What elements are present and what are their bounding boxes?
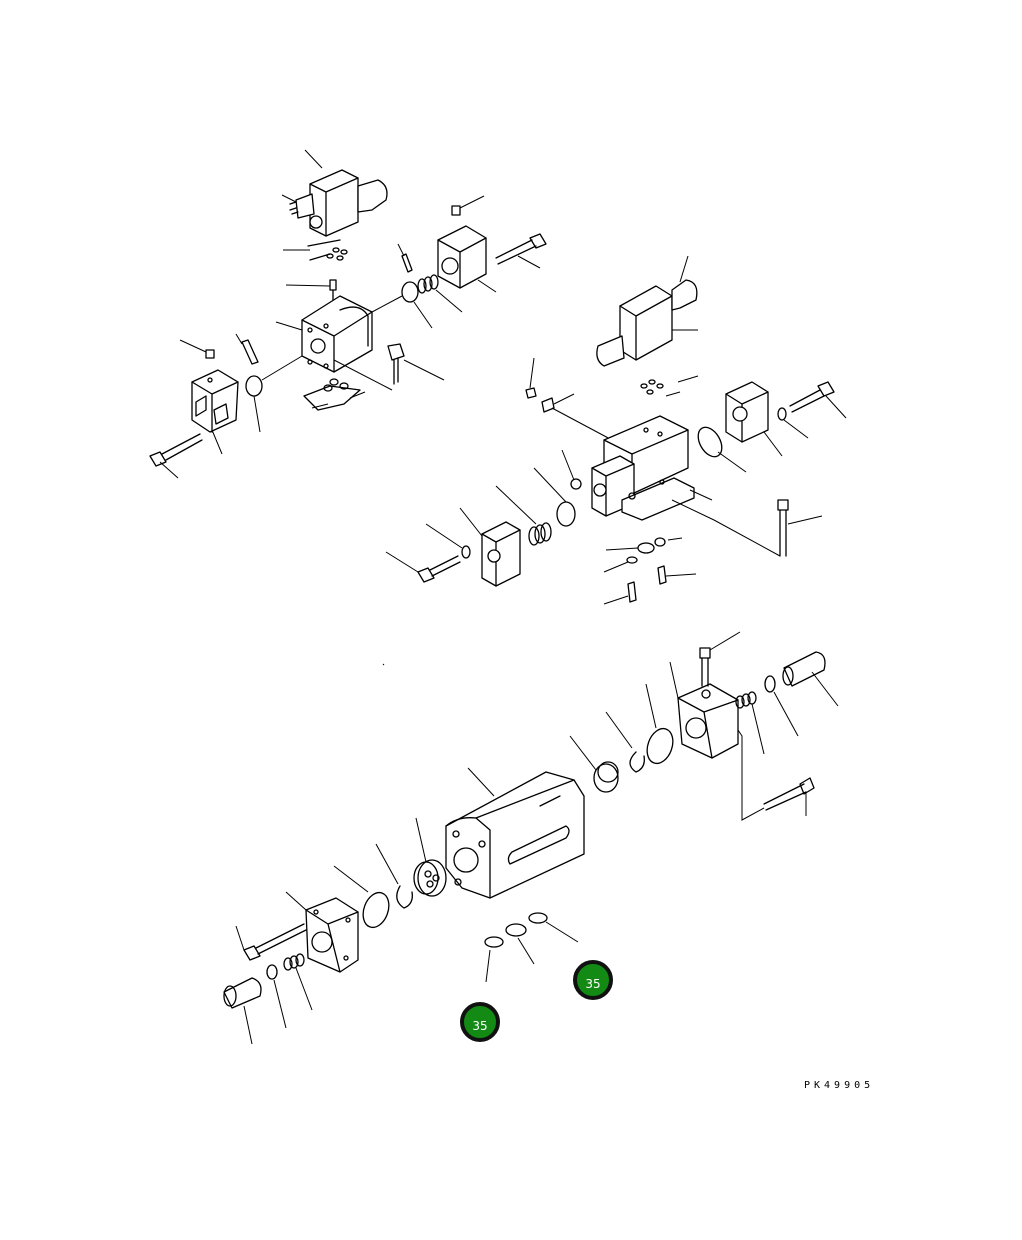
gasket-part — [283, 239, 348, 261]
valve-body-part — [591, 415, 713, 521]
snap-ring-part — [375, 843, 413, 909]
end-cover-part — [437, 195, 497, 293]
o-ring-part — [764, 675, 799, 737]
o-ring-part — [266, 964, 287, 1029]
gasket-part — [640, 375, 699, 397]
spring-part — [283, 953, 313, 1011]
end-cover-part — [459, 507, 521, 587]
callout-marker[interactable]: 35 — [460, 1002, 500, 1042]
o-ring-part — [333, 865, 390, 929]
callout-label: 35 — [472, 1019, 487, 1033]
bolt-part — [789, 381, 847, 419]
spring-part — [735, 691, 765, 755]
spring-part — [417, 274, 463, 313]
plug-part — [782, 651, 839, 707]
pin-part — [603, 565, 697, 605]
solenoid-part — [281, 149, 388, 237]
piston-part — [413, 817, 447, 897]
solenoid-part — [596, 255, 698, 367]
callout-label: 35 — [585, 977, 600, 991]
pin-part — [235, 333, 259, 365]
pin-part — [397, 243, 413, 273]
piston-part — [569, 735, 619, 793]
bolt-part — [333, 343, 445, 391]
stray-mark — [382, 663, 385, 666]
bolt-part — [385, 551, 461, 583]
plug-part — [223, 977, 262, 1045]
flange-part — [669, 661, 739, 759]
bolt-part — [699, 631, 741, 687]
bolt-part — [235, 923, 307, 961]
o-ring-part — [371, 281, 433, 329]
end-cover-part — [179, 339, 239, 455]
bolt-part — [149, 433, 203, 479]
plug-part — [525, 357, 613, 441]
snap-ring-part — [605, 711, 645, 773]
o-ring-part — [245, 355, 303, 433]
plate-part — [303, 378, 366, 411]
seal-part — [603, 537, 683, 573]
spring-part — [495, 467, 576, 546]
bolt-part — [495, 233, 547, 269]
callout-marker[interactable]: 35 — [573, 960, 613, 1000]
flange-part — [725, 381, 783, 457]
o-ring-part — [645, 683, 674, 765]
drawing-code: PK49905 — [804, 1080, 875, 1091]
o-ring-part — [697, 426, 747, 473]
pin-part — [285, 279, 337, 301]
middle-right-valve-assembly — [385, 255, 847, 605]
bolt-part — [737, 729, 815, 821]
seal-kit-part — [484, 912, 579, 983]
nut-part — [561, 449, 582, 490]
washer-part — [777, 407, 809, 439]
valve-body-part — [275, 295, 373, 373]
flange-part — [285, 891, 359, 973]
valve-body-part — [445, 767, 585, 899]
upper-left-valve-assembly — [149, 149, 547, 479]
bolt-part — [671, 499, 823, 557]
lower-valve-assembly — [223, 631, 839, 1045]
washer-part — [425, 523, 471, 559]
